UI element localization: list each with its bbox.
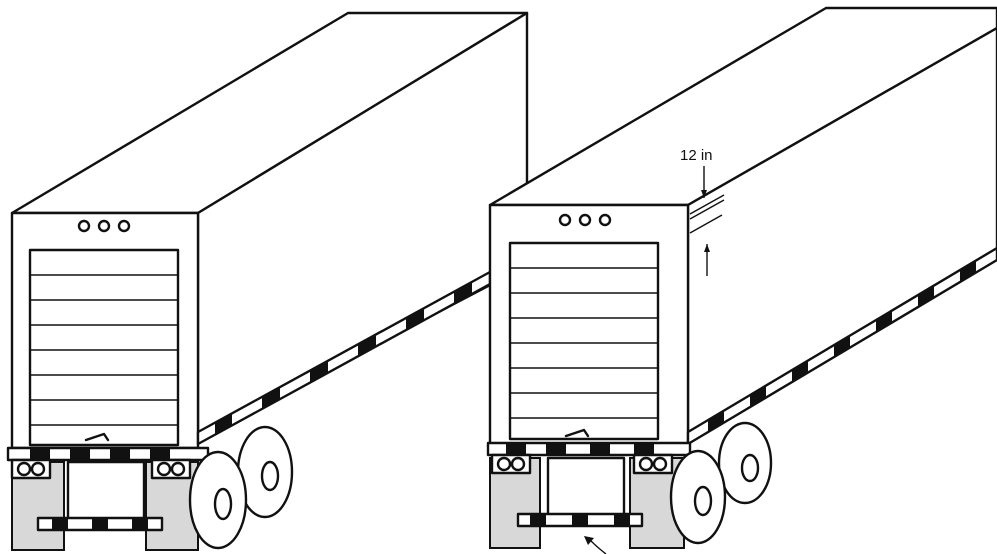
underride-guard (546, 456, 626, 520)
marker-light (77, 219, 91, 233)
bumper-dashes (506, 444, 654, 454)
stripe-dashes (708, 261, 976, 432)
dimension-label: 12 in (680, 147, 713, 164)
dimension-arrow (704, 244, 710, 252)
marker-light (117, 219, 131, 233)
tail-light (16, 461, 32, 477)
dimension-12in: 12 in (680, 147, 713, 276)
door-slats (510, 267, 658, 419)
trailer-left (6, 11, 529, 551)
stripe-dashes (215, 281, 472, 435)
bumper-dashes (30, 449, 170, 459)
door-slats (30, 274, 178, 426)
tail-light (170, 461, 186, 477)
dimension-arrow (701, 190, 707, 198)
door-latch (84, 432, 110, 442)
wheel-hub (213, 487, 233, 521)
corner-marking (689, 194, 725, 234)
underride-dashes (530, 515, 630, 525)
marker-light (97, 219, 111, 233)
trailer-left-door (28, 248, 180, 447)
trailer-right: 12 in (486, 6, 997, 554)
tail-light (638, 456, 654, 472)
tail-light (652, 456, 668, 472)
trailer-right-door (508, 241, 660, 441)
marker-light (578, 213, 592, 227)
tail-light (496, 456, 512, 472)
marker-light (598, 213, 612, 227)
marker-light (558, 213, 572, 227)
underride-guard (66, 460, 146, 524)
wheel-hub (260, 460, 280, 492)
tail-light (30, 461, 46, 477)
underride-dashes (52, 519, 148, 529)
tail-light (510, 456, 526, 472)
tail-light (156, 461, 172, 477)
wheel-hub (693, 485, 713, 517)
wheel-hub (740, 453, 760, 483)
door-latch (564, 428, 590, 438)
callout-arrow (584, 536, 607, 554)
